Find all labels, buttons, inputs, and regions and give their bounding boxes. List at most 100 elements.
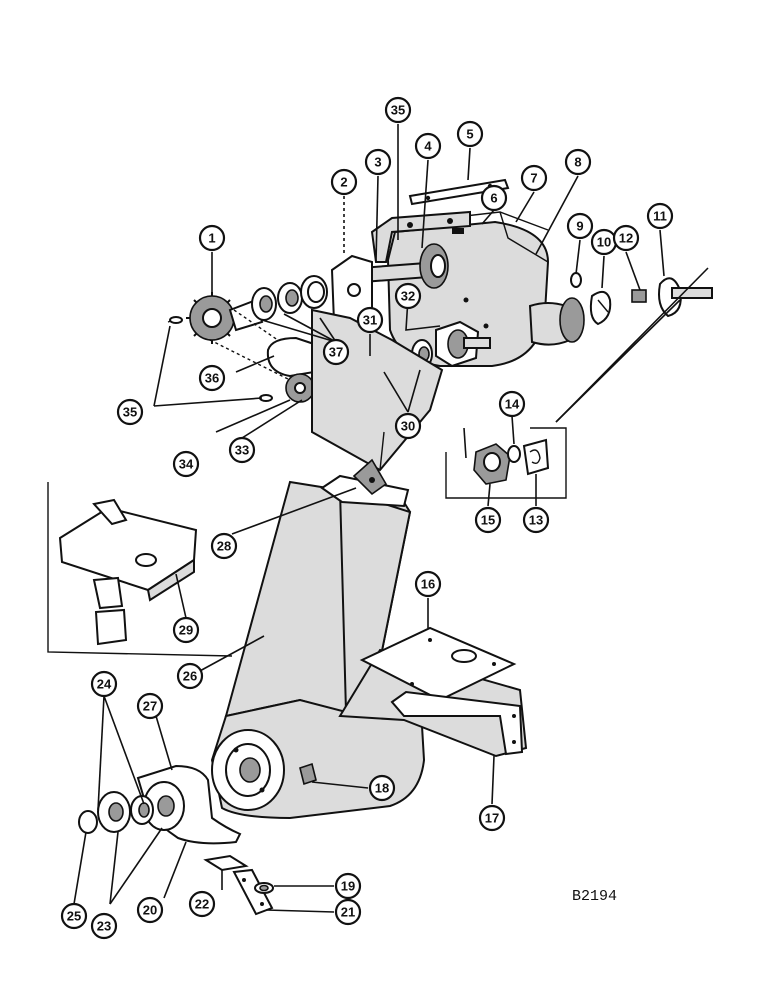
drive-sprocket-small bbox=[285, 373, 315, 403]
callout-label: 26 bbox=[183, 669, 197, 684]
callout-label: 21 bbox=[341, 905, 355, 920]
retaining-ring bbox=[254, 882, 274, 894]
callout-7: 7 bbox=[520, 164, 548, 192]
callout-label: 20 bbox=[143, 903, 157, 918]
callout-label: 17 bbox=[485, 811, 499, 826]
callout-28: 28 bbox=[210, 532, 238, 560]
callout-label: 19 bbox=[341, 879, 355, 894]
clamp bbox=[631, 289, 647, 303]
callout-label: 33 bbox=[235, 443, 249, 458]
inset-frame-right bbox=[445, 267, 709, 499]
callout-35-top: 35 bbox=[384, 96, 412, 124]
drive-shaft bbox=[358, 243, 449, 289]
callout-20: 20 bbox=[136, 896, 164, 924]
callout-label: 18 bbox=[375, 781, 389, 796]
callout-label: 14 bbox=[505, 397, 520, 412]
drive-chain bbox=[209, 309, 305, 381]
callout-21: 21 bbox=[334, 898, 362, 926]
callout-label: 2 bbox=[340, 175, 347, 190]
end-cap bbox=[78, 810, 98, 834]
callout-label: 29 bbox=[179, 623, 193, 638]
callout-13: 13 bbox=[522, 506, 550, 534]
callout-24: 24 bbox=[90, 670, 118, 698]
callout-label: 4 bbox=[424, 139, 432, 154]
inset-part-29 bbox=[58, 498, 198, 646]
callout-label: 35 bbox=[391, 103, 405, 118]
callout-30: 30 bbox=[394, 412, 422, 440]
inset-plate bbox=[522, 438, 550, 476]
callout-17: 17 bbox=[478, 804, 506, 832]
callout-22: 22 bbox=[188, 890, 216, 918]
cotter-pin-upper bbox=[167, 316, 183, 324]
mounting-tab bbox=[203, 854, 249, 872]
callout-label: 22 bbox=[195, 897, 209, 912]
callout-33: 33 bbox=[228, 436, 256, 464]
bolt bbox=[452, 228, 464, 234]
callout-label: 6 bbox=[490, 191, 497, 206]
callout-10: 10 bbox=[590, 228, 618, 256]
callout-label: 11 bbox=[653, 209, 667, 224]
drawing-code: B2194 bbox=[572, 888, 617, 905]
small-clip bbox=[299, 762, 317, 786]
bearing-left bbox=[251, 287, 277, 321]
callout-2: 2 bbox=[330, 168, 358, 196]
inset-flange-bearing bbox=[473, 443, 511, 485]
callout-label: 9 bbox=[576, 219, 583, 234]
callout-9: 9 bbox=[566, 212, 594, 240]
callout-29: 29 bbox=[172, 616, 200, 644]
callout-3: 3 bbox=[364, 148, 392, 176]
callout-label: 25 bbox=[67, 909, 81, 924]
callout-label: 12 bbox=[619, 231, 633, 246]
callout-4: 4 bbox=[414, 132, 442, 160]
callout-15: 15 bbox=[474, 506, 502, 534]
lower-bearing-flange bbox=[143, 781, 185, 831]
bearing-cup bbox=[300, 275, 328, 309]
inset-washer bbox=[507, 445, 521, 463]
callout-31: 31 bbox=[356, 306, 384, 334]
callout-1: 1 bbox=[198, 224, 226, 252]
auger-coupling bbox=[528, 297, 585, 346]
callout-26: 26 bbox=[176, 662, 204, 690]
collar bbox=[570, 272, 582, 288]
top-mounting-bracket bbox=[370, 210, 471, 263]
callout-34: 34 bbox=[172, 450, 200, 478]
angle-bracket bbox=[390, 690, 524, 756]
callout-27: 27 bbox=[136, 692, 164, 720]
callout-label: 36 bbox=[205, 371, 219, 386]
callout-label: 28 bbox=[217, 539, 231, 554]
callout-label: 34 bbox=[179, 457, 194, 472]
callout-11: 11 bbox=[646, 202, 674, 230]
callout-label: 37 bbox=[329, 345, 343, 360]
callout-5: 5 bbox=[456, 120, 484, 148]
callout-label: 7 bbox=[530, 171, 537, 186]
callout-32: 32 bbox=[394, 282, 422, 310]
callout-label: 23 bbox=[97, 919, 111, 934]
callout-37: 37 bbox=[322, 338, 350, 366]
callout-label: 27 bbox=[143, 699, 157, 714]
callout-16: 16 bbox=[414, 570, 442, 598]
inset-frame-left bbox=[47, 482, 233, 657]
callout-25: 25 bbox=[60, 902, 88, 930]
callout-label: 24 bbox=[97, 677, 112, 692]
callout-6: 6 bbox=[480, 184, 508, 212]
tube-top-mount bbox=[320, 458, 410, 508]
callout-19: 19 bbox=[334, 872, 362, 900]
auger-flight-section bbox=[589, 290, 612, 326]
callout-23: 23 bbox=[90, 912, 118, 940]
callout-label: 13 bbox=[529, 513, 543, 528]
callout-label: 32 bbox=[401, 289, 415, 304]
callout-8: 8 bbox=[564, 148, 592, 176]
callout-label: 5 bbox=[466, 127, 473, 142]
callout-label: 8 bbox=[574, 155, 581, 170]
callout-label: 3 bbox=[374, 155, 381, 170]
callout-35-left: 35 bbox=[116, 398, 144, 426]
callout-label: 10 bbox=[597, 235, 611, 250]
callout-18: 18 bbox=[368, 774, 396, 802]
callout-label: 30 bbox=[401, 419, 415, 434]
leader-lines bbox=[73, 124, 665, 913]
bearing-middle bbox=[277, 282, 303, 314]
drive-sprocket-large bbox=[186, 292, 264, 344]
callout-label: 35 bbox=[123, 405, 137, 420]
callout-36: 36 bbox=[198, 364, 226, 392]
